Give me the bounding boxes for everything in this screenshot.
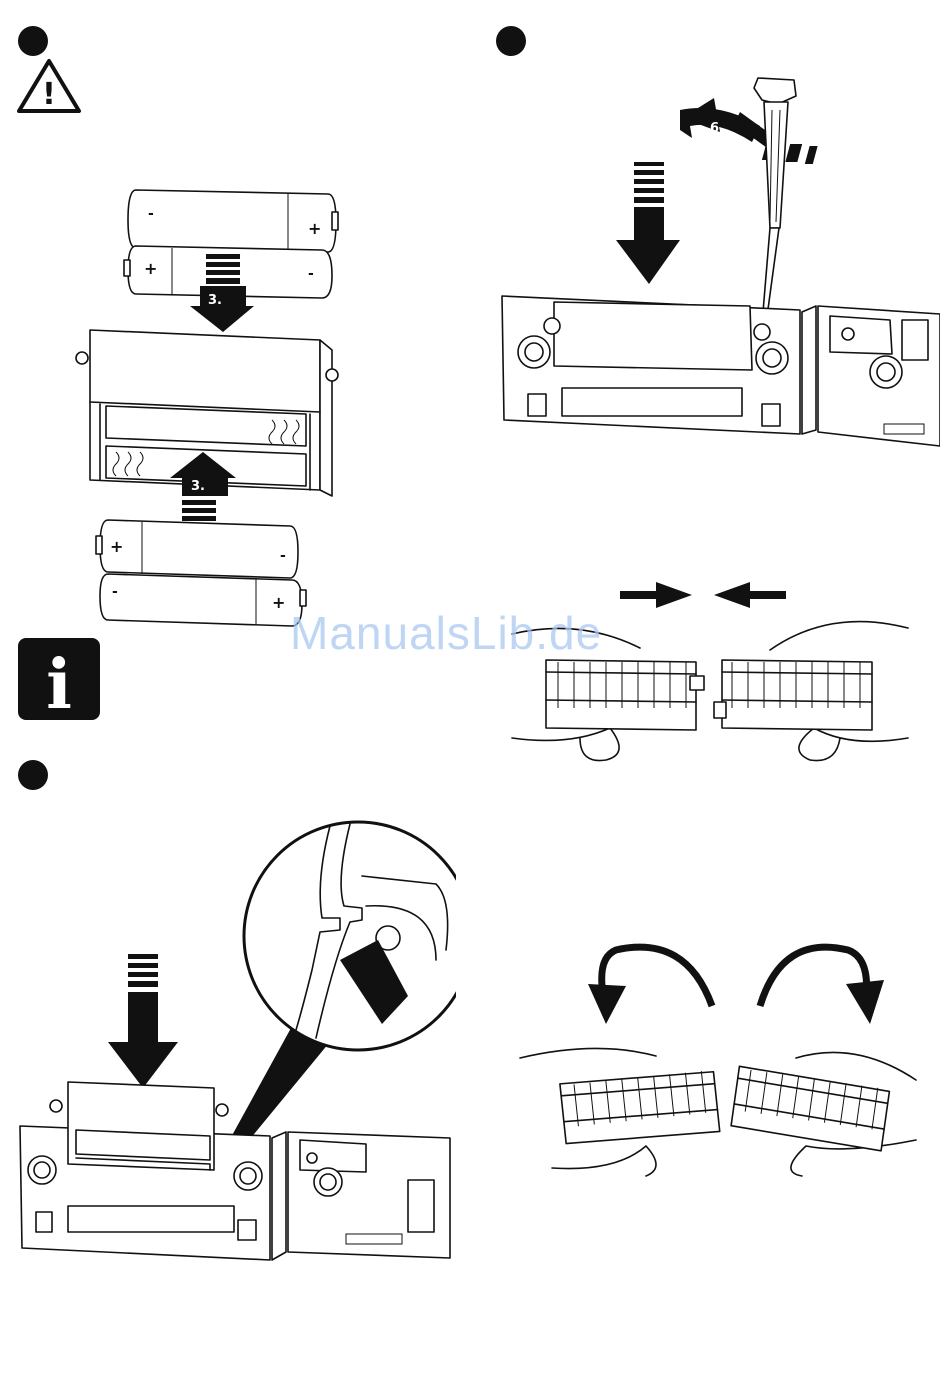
info-glyph: i xyxy=(46,645,72,720)
warning-glyph: ! xyxy=(42,77,56,112)
track-section-right xyxy=(714,660,872,730)
svg-text:-: - xyxy=(280,548,286,564)
arrow-left-push xyxy=(714,582,786,608)
svg-text:3.: 3. xyxy=(191,479,205,494)
step-bullet-2 xyxy=(496,26,526,56)
locomotive-body xyxy=(502,296,940,446)
battery-bottom-1: + - xyxy=(96,520,298,578)
cover-screw-illustration: 6. xyxy=(500,70,940,450)
svg-text:+: + xyxy=(144,259,157,278)
battery-bottom-2: - + xyxy=(100,574,306,626)
svg-text:6.: 6. xyxy=(710,121,724,136)
battery-top-1: - + xyxy=(128,190,338,252)
track-separate-illustration xyxy=(516,940,920,1180)
info-icon: i xyxy=(18,638,100,720)
locomotive-with-holder xyxy=(20,1082,450,1260)
svg-text:+: + xyxy=(110,537,123,556)
svg-text:+: + xyxy=(308,219,321,238)
svg-text:-: - xyxy=(112,584,118,600)
warning-triangle-icon: ! xyxy=(16,58,82,114)
step-bullet-3 xyxy=(18,760,48,790)
svg-text:-: - xyxy=(308,266,314,282)
screwdriver xyxy=(754,78,796,324)
battery-holder-illustration: - + + - 3. 3. xyxy=(70,180,360,630)
arrow-down-holder xyxy=(108,954,178,1088)
curved-arrow-right xyxy=(760,947,884,1024)
holder-insert-illustration xyxy=(16,820,456,1270)
curved-arrow-left xyxy=(588,947,712,1024)
rotate-arrow-step6: 6. xyxy=(680,98,818,164)
track-section-left-bent xyxy=(560,1068,720,1148)
watermark: ManualsLib.de xyxy=(290,606,602,660)
svg-text:3.: 3. xyxy=(208,293,222,308)
detail-zoom-circle xyxy=(224,822,456,1156)
arrow-right-push xyxy=(620,582,692,608)
step-bullet-1 xyxy=(18,26,48,56)
track-section-right-bent xyxy=(731,1066,890,1151)
arrow-down-cover xyxy=(616,162,680,284)
svg-text:+: + xyxy=(272,593,285,612)
svg-text:-: - xyxy=(148,206,154,222)
track-section-left xyxy=(546,660,704,730)
